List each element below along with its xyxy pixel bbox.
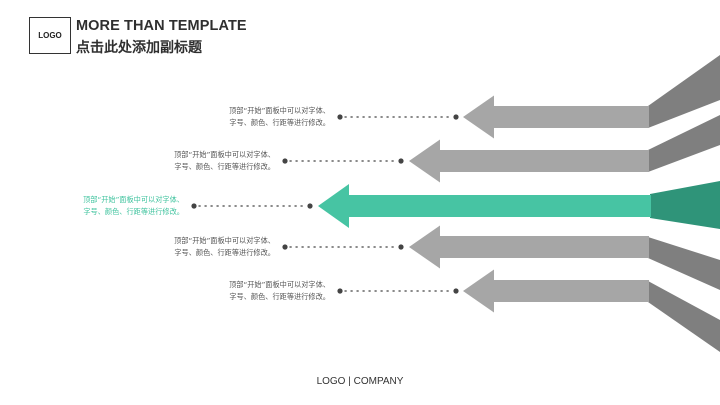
fan-band-5 <box>648 281 720 352</box>
arrow-5 <box>463 269 649 313</box>
item-text-5[interactable]: 顶部“开始”面板中可以对字体、字号、颜色、行距等进行修改。 <box>229 279 330 303</box>
logo-text: LOGO <box>38 31 62 40</box>
dot-end-2 <box>398 158 404 164</box>
dot-start-4 <box>282 244 288 250</box>
arrow-2 <box>409 139 649 183</box>
dot-start-3 <box>191 203 197 209</box>
dot-end-3 <box>307 203 313 209</box>
footer-company: LOGO | COMPANY <box>316 376 404 387</box>
dot-end-5 <box>453 288 459 294</box>
dot-end-4 <box>398 244 404 250</box>
item-text-4[interactable]: 顶部“开始”面板中可以对字体、字号、颜色、行距等进行修改。 <box>174 235 275 259</box>
item-line-2: 字号、颜色、行距等进行修改。 <box>174 248 275 257</box>
arrow-4 <box>409 225 649 269</box>
item-line-1: 顶部“开始”面板中可以对字体、 <box>229 106 330 115</box>
item-text-2[interactable]: 顶部“开始”面板中可以对字体、字号、颜色、行距等进行修改。 <box>174 149 275 173</box>
fan-band-1 <box>648 55 720 128</box>
page-title[interactable]: MORE THAN TEMPLATE <box>76 18 247 34</box>
dot-start-2 <box>282 158 288 164</box>
page-subtitle[interactable]: 点击此处添加副标题 <box>76 40 202 56</box>
item-line-1: 顶部“开始”面板中可以对字体、 <box>174 150 275 159</box>
dot-start-1 <box>337 114 343 120</box>
fan-band-2 <box>648 115 720 172</box>
item-line-2: 字号、颜色、行距等进行修改。 <box>174 162 275 171</box>
arrow-3 <box>318 184 651 228</box>
item-line-2: 字号、颜色、行距等进行修改。 <box>229 292 330 301</box>
item-line-1: 顶部“开始”面板中可以对字体、 <box>174 236 275 245</box>
arrow-1 <box>463 95 649 139</box>
dot-end-1 <box>453 114 459 120</box>
item-text-1[interactable]: 顶部“开始”面板中可以对字体、字号、颜色、行距等进行修改。 <box>229 105 330 129</box>
item-line-2: 字号、颜色、行距等进行修改。 <box>229 118 330 127</box>
item-line-1: 顶部“开始”面板中可以对字体、 <box>229 280 330 289</box>
logo-box: LOGO <box>29 17 71 54</box>
item-line-1: 顶部“开始”面板中可以对字体、 <box>83 195 184 204</box>
dot-start-5 <box>337 288 343 294</box>
item-line-2: 字号、颜色、行距等进行修改。 <box>83 207 184 216</box>
fan-band-4 <box>648 237 720 290</box>
item-text-3[interactable]: 顶部“开始”面板中可以对字体、字号、颜色、行距等进行修改。 <box>83 194 184 218</box>
fan-band-3 <box>650 181 720 229</box>
